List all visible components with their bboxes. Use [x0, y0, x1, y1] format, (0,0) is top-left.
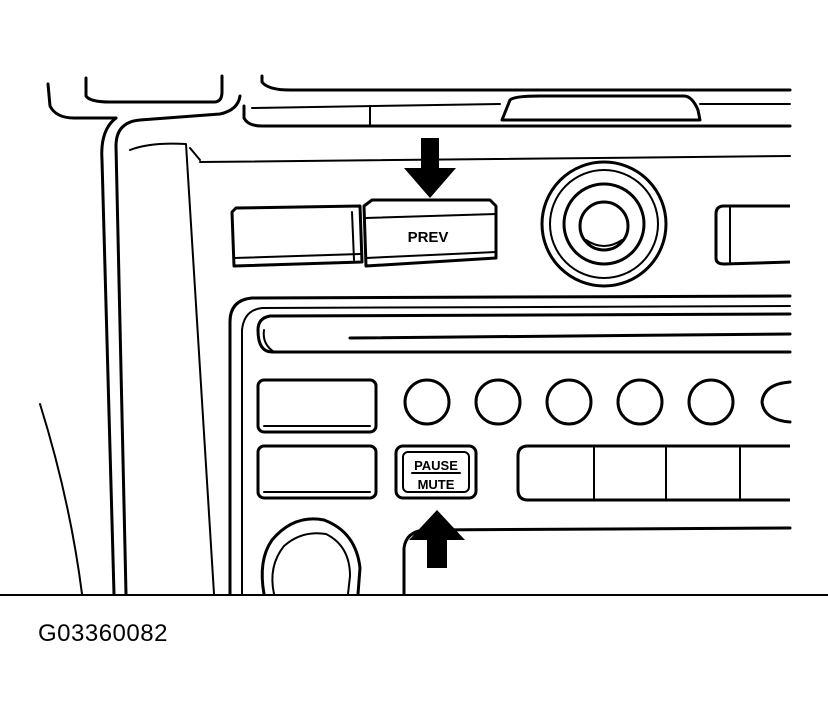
figure-id-caption: G03360082	[38, 620, 168, 647]
upper-dash-trim	[84, 74, 792, 163]
tuning-knob[interactable]	[540, 160, 668, 288]
preset-button-5[interactable]	[687, 378, 735, 426]
cd-slot	[256, 312, 792, 354]
display-strip	[516, 444, 790, 502]
mute-label: MUTE	[418, 477, 455, 492]
down-arrow-icon	[404, 138, 456, 198]
radio-bezel	[228, 294, 792, 596]
up-arrow-icon	[409, 510, 465, 568]
preset-button-3[interactable]	[545, 378, 593, 426]
preset-button-4[interactable]	[616, 378, 664, 426]
prev-button[interactable]	[362, 198, 498, 268]
preset-button-row	[403, 378, 792, 426]
left-side-button-upper[interactable]	[256, 378, 378, 434]
left-console-trim	[39, 82, 242, 596]
preset-button-1[interactable]	[403, 378, 451, 426]
pause-mute-button[interactable]	[394, 444, 478, 500]
preset-button-6[interactable]	[760, 380, 792, 424]
right-upper-button[interactable]	[714, 204, 791, 266]
left-side-button-lower[interactable]	[256, 444, 378, 500]
lower-panel-edge	[402, 526, 792, 596]
pause-label: PAUSE	[414, 458, 458, 473]
volume-knob[interactable]	[260, 517, 362, 596]
preset-button-2[interactable]	[474, 378, 522, 426]
left-upper-button[interactable]	[230, 204, 364, 268]
prev-label: PREV	[408, 229, 449, 246]
